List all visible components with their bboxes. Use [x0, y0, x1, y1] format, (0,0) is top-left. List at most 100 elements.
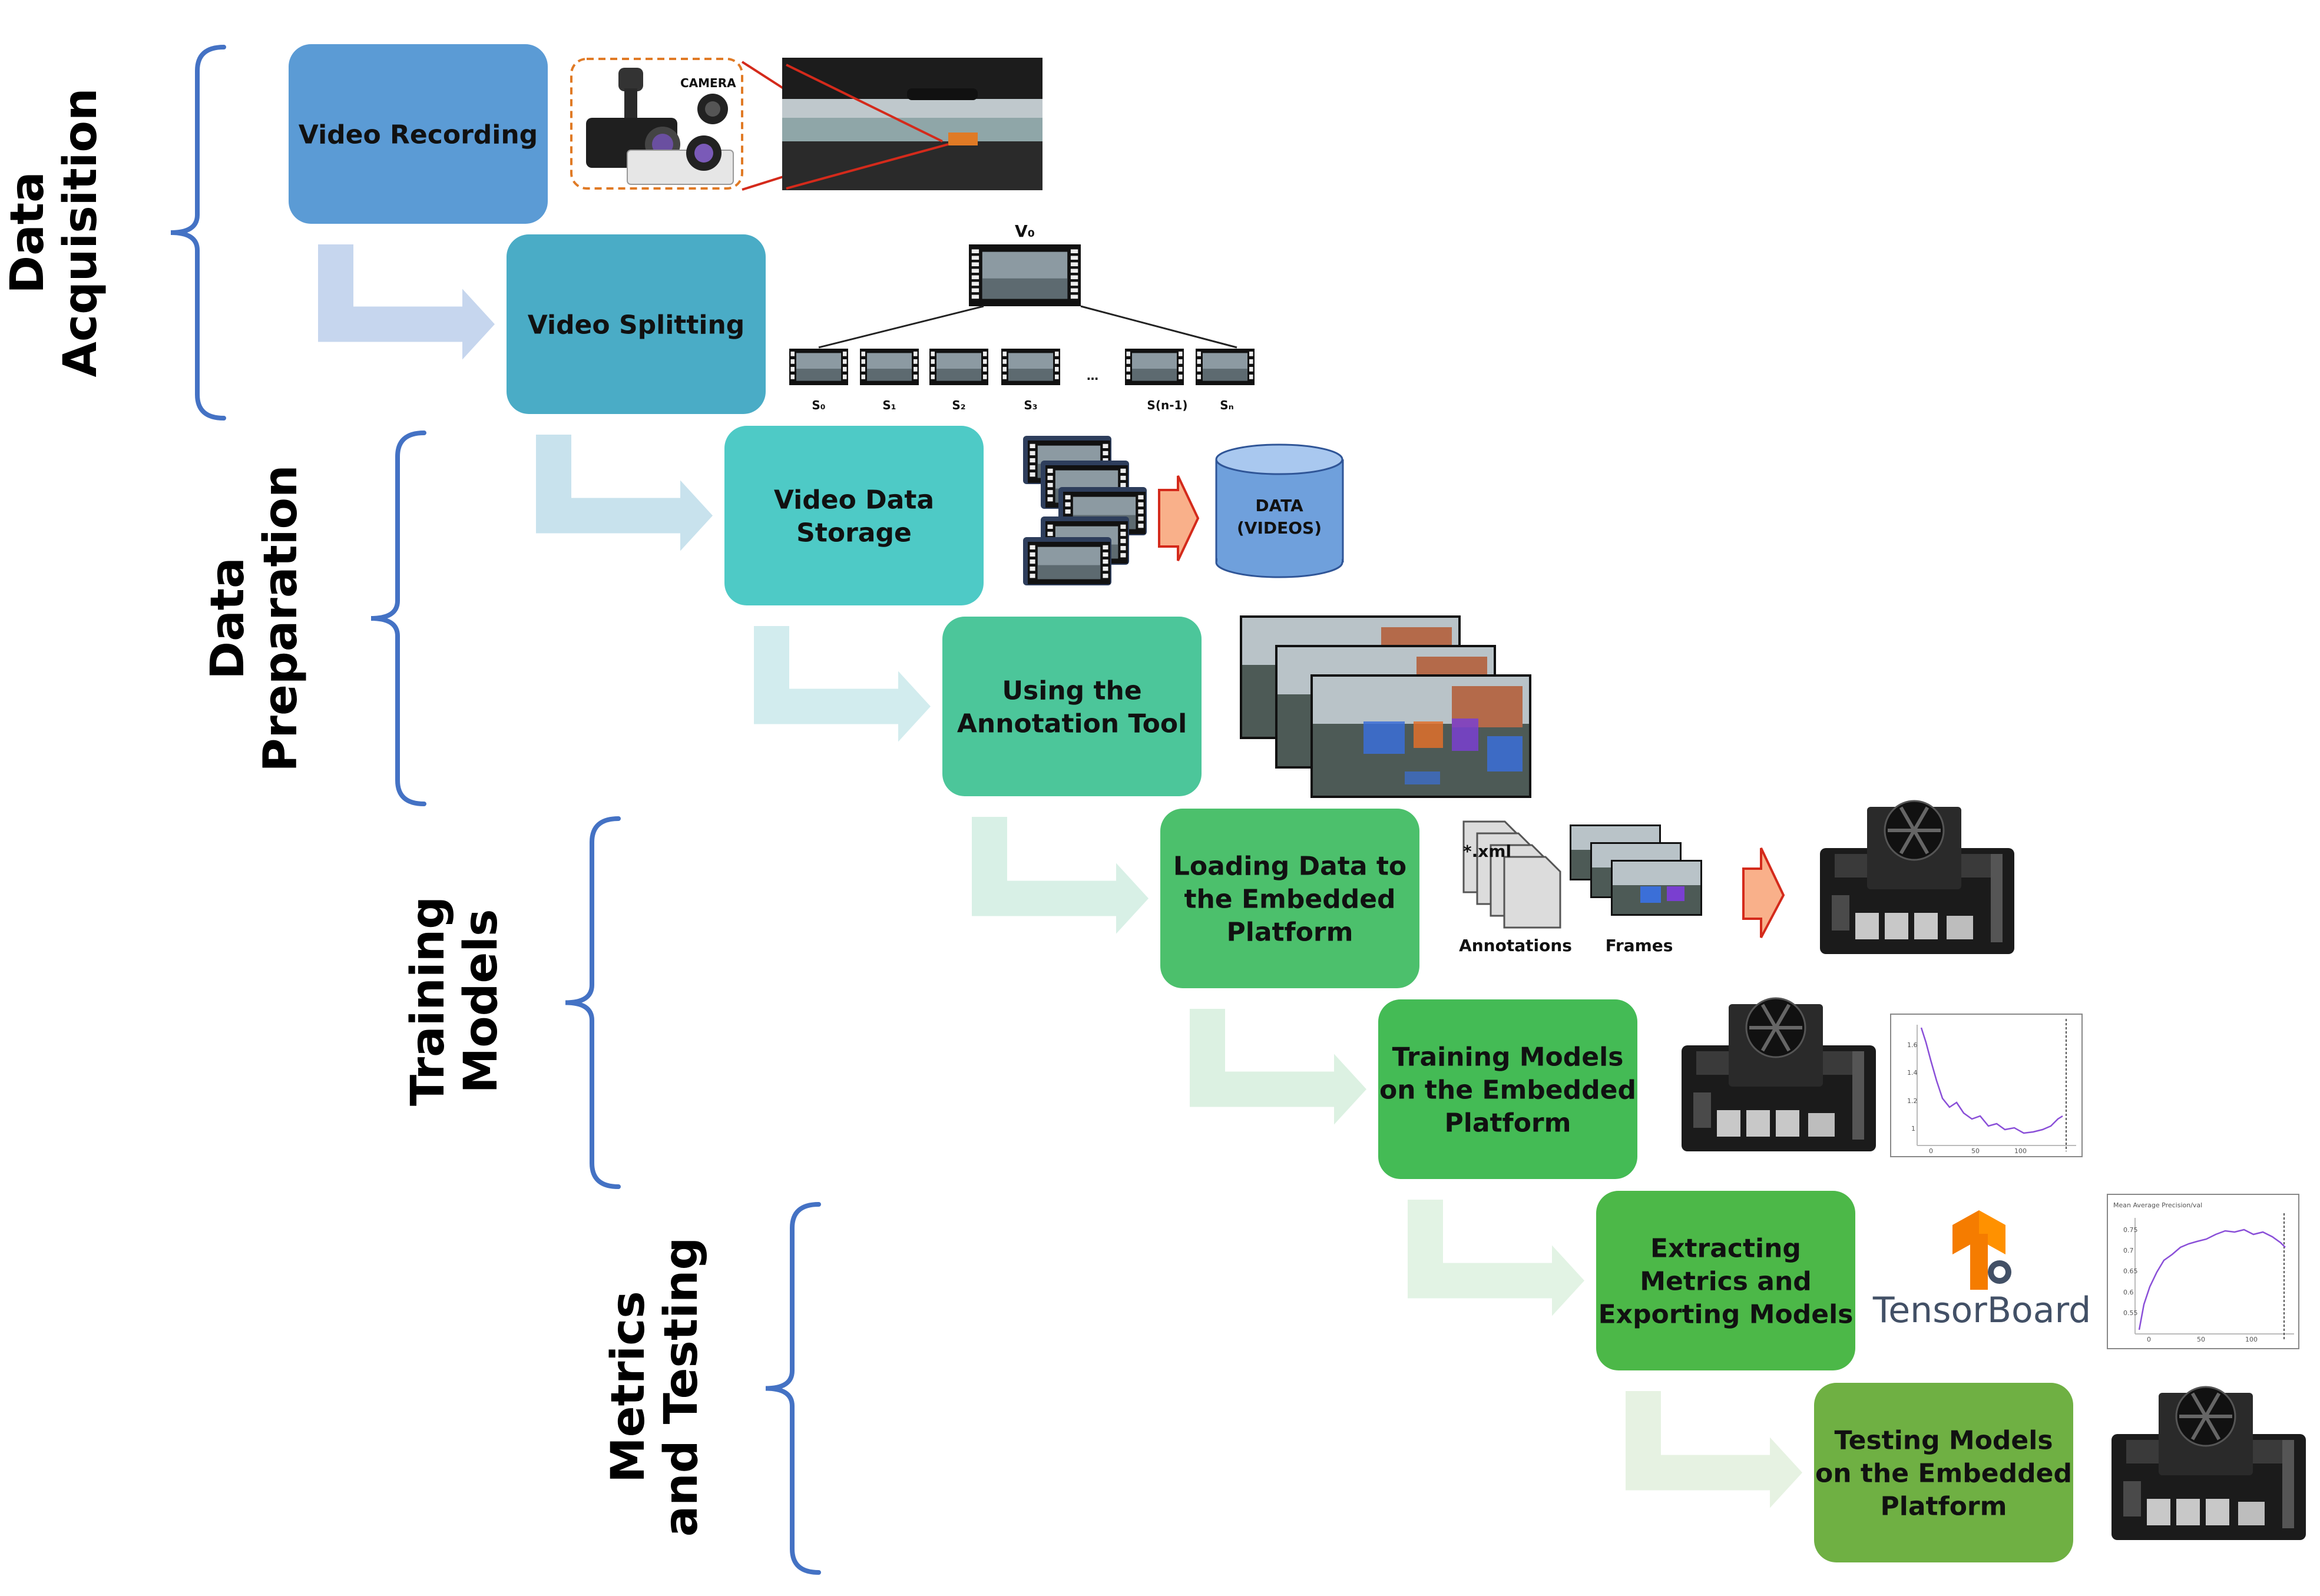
tensorboard-wordmark: TensorBoard — [1872, 1290, 2091, 1331]
database-label-line1: DATA — [1255, 496, 1303, 515]
segment-label: S(n-1) — [1147, 398, 1187, 412]
step-label: Using the — [1002, 676, 1141, 706]
svg-text:100: 100 — [2245, 1336, 2258, 1343]
xml-documents-icon — [1462, 820, 1561, 929]
svg-text:50: 50 — [1971, 1147, 1980, 1155]
svg-text:Preparation: Preparation — [254, 465, 307, 771]
svg-text:0: 0 — [1929, 1147, 1933, 1155]
flow-arrow — [754, 626, 931, 742]
stage-bracket — [170, 45, 226, 420]
frame-image — [1310, 674, 1531, 798]
film-icon — [860, 349, 919, 385]
film-stack — [1023, 436, 1147, 585]
svg-text:0.7: 0.7 — [2123, 1247, 2134, 1254]
camera-label: CAMERA — [680, 76, 736, 90]
film-icon — [969, 244, 1081, 306]
film-icon — [969, 244, 1081, 306]
step-label: Storage — [796, 518, 912, 548]
segment-label: S₁ — [882, 398, 896, 412]
stage-brackets — [170, 45, 821, 1575]
step-label: Loading Data to — [1173, 852, 1406, 882]
right-arrow-icon — [1158, 475, 1200, 561]
step-box: Video Splitting — [507, 234, 766, 414]
step-label: on the Embedded — [1379, 1075, 1636, 1105]
step-label: on the Embedded — [1815, 1459, 2072, 1489]
frames-label: Frames — [1606, 936, 1673, 955]
film-icon — [1028, 542, 1110, 584]
loading-illustration: *.xml Annotations Frames — [1459, 800, 2014, 955]
svg-text:50: 50 — [2197, 1336, 2205, 1343]
step-label: Extracting — [1650, 1234, 1801, 1264]
svg-text:Data: Data — [201, 557, 254, 679]
tensorflow-logo-icon — [1952, 1210, 2011, 1290]
embedded-board-icon — [1820, 800, 2014, 954]
svg-text:0.55: 0.55 — [2123, 1309, 2138, 1317]
svg-text:Training: Training — [402, 896, 455, 1106]
film-icon — [929, 349, 988, 385]
flow-arrow — [1408, 1200, 1584, 1316]
segment-label: Sₙ — [1220, 398, 1234, 412]
stage-bracket — [765, 1202, 821, 1575]
step-label: Platform — [1881, 1492, 2007, 1522]
svg-text:Acquisition: Acquisition — [54, 88, 107, 377]
svg-text:1.2: 1.2 — [1907, 1097, 1918, 1105]
camera-icon — [586, 68, 734, 185]
xml-label: *.xml — [1463, 842, 1511, 861]
metrics-illustration: TensorBoard Mean Average Precision/val 0… — [1872, 1194, 2299, 1349]
loss-chart: 1.6 1.4 1.2 1 0 50 100 — [1890, 1014, 2083, 1157]
flow-arrow — [318, 244, 495, 360]
embedded-board-icon — [2112, 1386, 2306, 1540]
film-icon — [1001, 349, 1060, 385]
annotations-label: Annotations — [1459, 936, 1572, 955]
training-illustration: 1.6 1.4 1.2 1 0 50 100 — [1682, 997, 2083, 1157]
database-icon — [1215, 443, 1344, 578]
flow-arrow — [536, 435, 713, 551]
flow-arrows — [318, 244, 1802, 1508]
map-chart-title: Mean Average Precision/val — [2113, 1201, 2202, 1209]
step-box: Video Recording — [289, 44, 548, 224]
step-label: Platform — [1227, 918, 1353, 948]
svg-text:Models: Models — [455, 909, 508, 1093]
film-icon — [1125, 349, 1184, 385]
step-label: Testing Models — [1834, 1426, 2053, 1456]
dashcam-illustration: CAMERA — [570, 58, 1042, 191]
database-label-line2: (VIDEOS) — [1237, 518, 1322, 538]
flow-arrow — [1190, 1009, 1366, 1125]
flow-arrow — [972, 817, 1149, 934]
svg-text:0.75: 0.75 — [2123, 1226, 2138, 1234]
segment-label: S₀ — [812, 398, 825, 412]
svg-text:0: 0 — [2147, 1336, 2151, 1343]
storage-illustration: DATA (VIDEOS) — [1023, 436, 1344, 585]
step-label: Video Data — [774, 485, 934, 515]
windshield-photo — [782, 58, 1042, 190]
film-icon — [789, 349, 848, 385]
film-icon — [1196, 349, 1255, 385]
segment-label: S₂ — [952, 398, 965, 412]
step-label: Video Splitting — [528, 310, 745, 340]
svg-text:0.65: 0.65 — [2123, 1267, 2138, 1275]
step-label: the Embedded — [1184, 885, 1395, 915]
svg-text:1.4: 1.4 — [1907, 1069, 1918, 1077]
stage-bracket — [370, 431, 426, 806]
video-v0-label: V₀ — [1015, 221, 1035, 241]
segment-label: S₃ — [1024, 398, 1037, 412]
svg-text:100: 100 — [2014, 1147, 2027, 1155]
right-arrow-icon — [1742, 847, 1785, 938]
svg-text:1: 1 — [1911, 1125, 1915, 1133]
step-label: Annotation Tool — [957, 709, 1187, 739]
flow-arrow — [1626, 1391, 1802, 1508]
embedded-board-icon — [1682, 997, 1876, 1151]
